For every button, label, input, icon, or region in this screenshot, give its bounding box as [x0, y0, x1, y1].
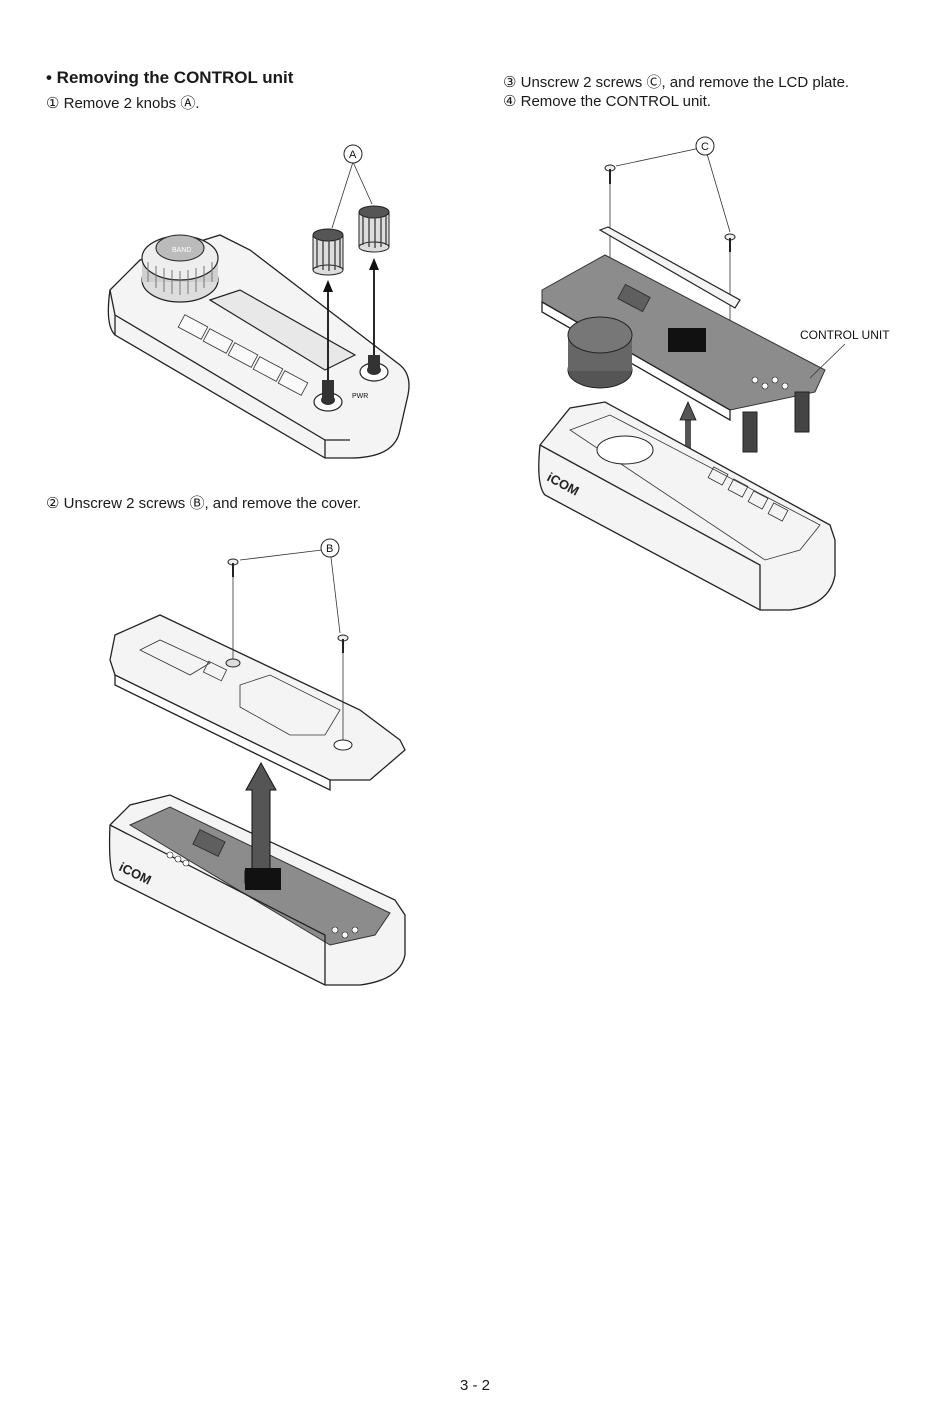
control-unit-label: CONTROL UNIT	[800, 328, 890, 342]
callout-a: A	[349, 149, 357, 161]
figure-remove-control-unit: C CONTROL UNIT iCOM	[538, 136, 890, 611]
step-2-text: ② Unscrew 2 screws Ⓑ, and remove the cov…	[46, 495, 362, 512]
pwr-label: PWR	[352, 393, 368, 400]
page-number: 3 - 2	[459, 1377, 490, 1394]
callout-b: B	[326, 543, 333, 555]
screw-b-right	[337, 634, 349, 740]
section-heading: • Removing the CONTROL unit	[46, 68, 294, 87]
knob-right	[358, 205, 390, 253]
step-4-text: ④ Remove the CONTROL unit.	[503, 93, 711, 110]
step-1-text: ① Remove 2 knobs Ⓐ.	[46, 95, 200, 112]
figure-remove-knobs: BAND PWR A	[107, 144, 410, 459]
knob-left	[312, 228, 344, 276]
figure-remove-cover: B iCOM	[108, 538, 406, 986]
callout-c: C	[701, 141, 709, 153]
screw-b-left	[227, 558, 239, 659]
band-label: BAND	[172, 247, 191, 254]
step-3-text: ③ Unscrew 2 screws Ⓒ, and remove the LCD…	[503, 74, 850, 91]
